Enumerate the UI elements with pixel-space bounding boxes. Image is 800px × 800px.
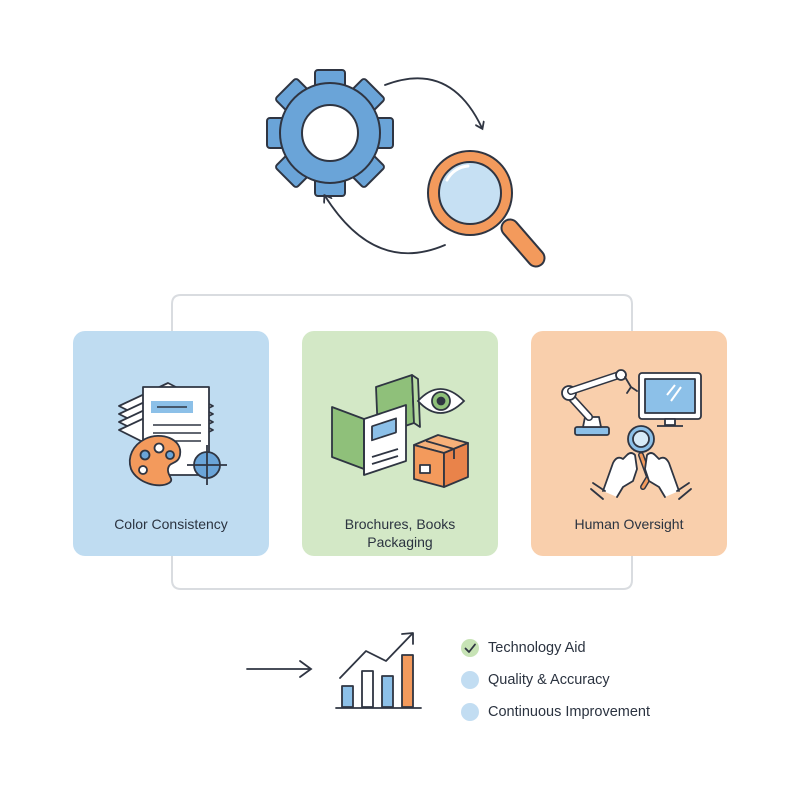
legend-item-quality-accuracy: Quality & Accuracy <box>461 664 650 696</box>
card-print-materials: Brochures, Books Packaging <box>302 331 498 556</box>
card-label-line: Packaging <box>367 534 433 550</box>
human-oversight-illustration <box>561 369 702 500</box>
card-label-line: Brochures, Books <box>344 516 456 532</box>
package-box-icon <box>413 434 469 488</box>
dot-icon <box>461 703 479 721</box>
legend: Technology Aid Quality & Accuracy Contin… <box>461 632 650 728</box>
legend-label: Quality & Accuracy <box>488 672 610 688</box>
right-arrow-icon <box>246 660 313 678</box>
card-color-consistency: Color Consistency <box>73 331 269 556</box>
legend-label: Technology Aid <box>488 640 586 656</box>
robot-arm-icon <box>561 369 638 436</box>
card-label-line: Color Consistency <box>114 516 228 532</box>
legend-item-continuous-improvement: Continuous Improvement <box>461 696 650 728</box>
growth-chart-graphic <box>246 632 422 709</box>
legend-item-technology-aid: Technology Aid <box>461 632 650 664</box>
cycle-arrows-icon <box>325 77 482 255</box>
dot-icon <box>461 671 479 689</box>
print-materials-illustration <box>331 374 469 488</box>
check-icon <box>461 639 479 657</box>
monitor-icon <box>638 372 702 427</box>
magnifying-glass-icon <box>427 150 546 268</box>
card-group-bracket <box>171 294 633 590</box>
open-brochure-icon <box>331 404 407 476</box>
crosshair-icon <box>187 445 227 485</box>
gear-icon <box>266 69 394 197</box>
eye-icon <box>416 388 466 414</box>
card-label-line: Human Oversight <box>574 516 684 532</box>
paint-palette-icon <box>128 434 181 487</box>
gear-inspection-cycle <box>266 69 546 268</box>
card-human-oversight: Human Oversight <box>531 331 727 556</box>
bar-chart-growth-icon <box>335 632 422 709</box>
document-stack-icon <box>118 382 227 487</box>
hands-with-magnifier-icon <box>590 425 692 500</box>
legend-label: Continuous Improvement <box>488 704 650 720</box>
